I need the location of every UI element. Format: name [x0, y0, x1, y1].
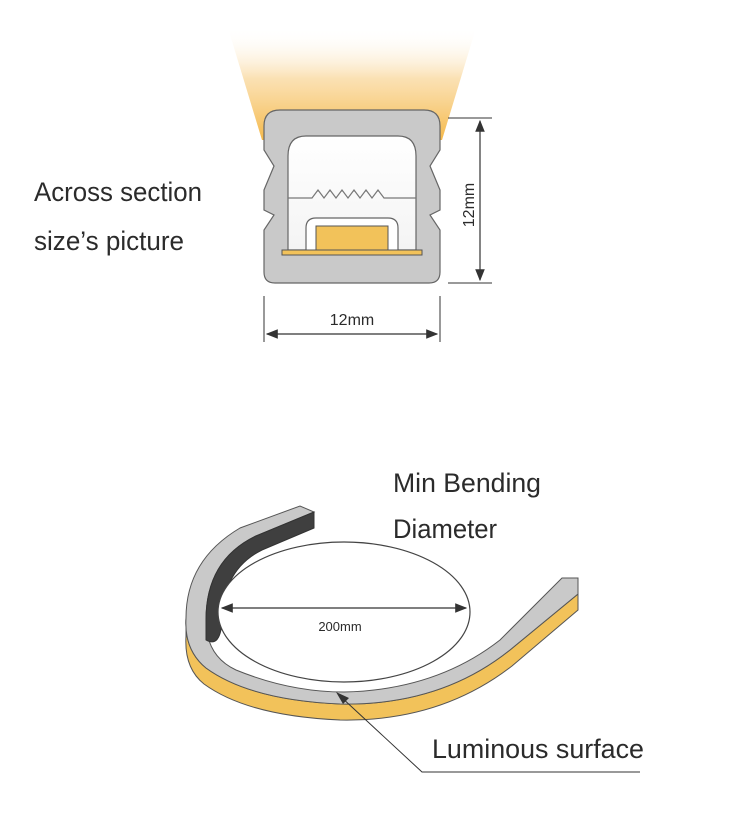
luminous-leader-line	[339, 695, 640, 773]
cross-section-caption-line1: Across section	[34, 177, 202, 207]
bending-diameter-ellipse	[217, 541, 471, 683]
luminous-leader-arrowhead	[336, 692, 349, 704]
cross-section-diagram: 12mm 12mm Across section size’s picture	[34, 28, 492, 342]
bending-diagram: 200mm Min Bending Diameter Luminous surf…	[185, 468, 644, 773]
bending-title-line2: Diameter	[393, 514, 497, 544]
strip-inner-wall	[205, 511, 315, 643]
luminous-surface-label: Luminous surface	[432, 734, 644, 764]
diffuser-zigzag	[288, 189, 416, 199]
height-label: 12mm	[461, 183, 478, 227]
bending-title-line1: Min Bending	[393, 468, 541, 498]
diameter-label: 200mm	[318, 619, 361, 634]
width-label: 12mm	[330, 312, 374, 329]
pcb-strip	[281, 249, 423, 256]
cross-section-caption-line2: size’s picture	[34, 226, 184, 256]
led-chip	[315, 225, 389, 253]
